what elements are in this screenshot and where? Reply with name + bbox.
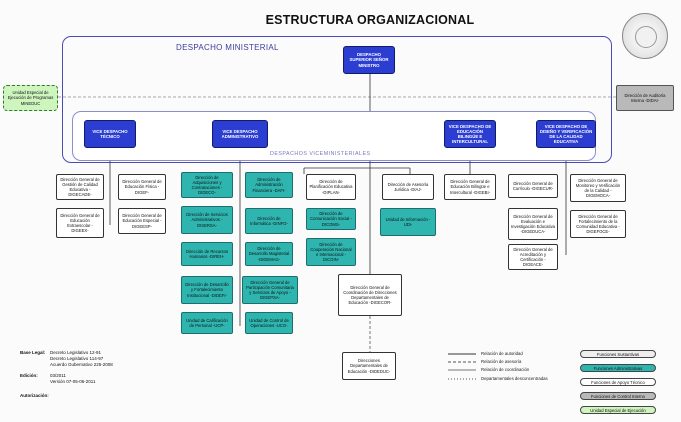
autorizacion-label: Autorización: (20, 393, 49, 398)
uco-node[interactable]: Unidad de Control de Operaciones -UCO- (245, 312, 293, 334)
base-legal-line-2: Decreto Legislativo 114-97 (50, 356, 104, 361)
base-legal-line-1: Decreto Legislativo 12-91 (50, 350, 102, 355)
digeace-node[interactable]: Dirección General de Acreditación y Cert… (508, 244, 558, 270)
digeduca-node[interactable]: Dirección General de Evaluación e Invest… (508, 208, 558, 240)
vice-bilingue-node[interactable]: VICE DESPACHO DE EDUCACIÓN BILINGÜE E IN… (444, 120, 496, 148)
digemoca-node[interactable]: Dirección General de Monitoreo y Verific… (570, 174, 626, 202)
legend-asesoria: Relación de asesoría (481, 359, 522, 364)
dafi-node[interactable]: Dirección de Administración Financiera -… (245, 172, 293, 198)
base-legal-line-3: Acuerdo Gubernativo 225-2008 (50, 362, 113, 367)
udi-node[interactable]: Unidad de Información -UDI- (380, 208, 436, 236)
legend-sustantivas: Funciones Sustantivas (580, 350, 656, 358)
dinfo-node[interactable]: Dirección de Informática -DINFO- (245, 208, 293, 234)
dicoms-node[interactable]: Dirección de Comunicación Social -DICOMS… (306, 208, 356, 230)
digeesp-node[interactable]: Dirección General de Educación Especial … (118, 208, 166, 234)
dicoin-node[interactable]: Dirección de Cooperación Nacional e Inte… (306, 238, 356, 266)
despacho-ministerial-label: DESPACHO MINISTERIAL (176, 43, 279, 52)
legend-apoyo-tecnico: Funciones de Apoyo Técnico (580, 378, 656, 386)
departamentales-node[interactable]: Direcciones Departamentales de Educación… (342, 352, 396, 380)
vice-despachos-frame (72, 111, 596, 161)
base-legal-label: Base Legal: (20, 350, 46, 355)
digepsa-node[interactable]: Dirección General de Participación Comun… (242, 276, 298, 304)
ucp-node[interactable]: Unidad de Calificación de Personal -UCP- (181, 312, 233, 334)
legend-administrativas: Funciones Administrativas (580, 364, 656, 372)
diplan-node[interactable]: Dirección de Planificación Educativa -DI… (306, 174, 356, 200)
edicion-line-2: Versión 07-05-06-2011 (50, 379, 96, 384)
vice-despachos-label: DESPACHOS VICEMINISTERIALES (270, 151, 371, 157)
digebi-node[interactable]: Dirección General de Educación Bilingüe … (444, 174, 496, 200)
digecur-node[interactable]: Dirección General de Currículo -DIGECUR- (508, 174, 558, 198)
guatemala-seal-icon (622, 13, 668, 59)
minister-node[interactable]: DESPACHO SUPERIOR SEÑOR MINISTRO (343, 46, 395, 74)
legend-autoridad: Relación de autoridad (481, 351, 523, 356)
auditoria-node[interactable]: Dirección de Auditoría Interna -DIDAI- (616, 85, 674, 111)
digecor-node[interactable]: Dirección General de Coordinación de Dir… (338, 274, 402, 316)
legend-desconcentradas: Departamentales desconcentradas (481, 376, 548, 381)
legend-control-interno: Funciones de Control Interno (580, 392, 656, 400)
diaj-node[interactable]: Dirección de Asesoría Jurídica -DIAJ- (382, 174, 434, 200)
vice-administrativo-node[interactable]: VICE DESPACHO ADMINISTRATIVO (212, 120, 268, 148)
digef-node[interactable]: Dirección General de Educación Física -D… (118, 174, 166, 200)
direh-node[interactable]: Dirección de Recursos Humanos -DIREH- (181, 242, 233, 266)
edicion-label: Edición: (20, 373, 38, 378)
disersa-node[interactable]: Dirección de Servicios Administrativos -… (181, 206, 233, 234)
dideco-node[interactable]: Dirección de Adquisiciones y Contratacio… (181, 172, 233, 198)
vice-calidad-node[interactable]: VICE DESPACHO DE DISEÑO Y VERIFICACIÓN D… (536, 120, 596, 148)
despacho-ministerial-frame (62, 36, 612, 163)
digeex-node[interactable]: Dirección General de Educación Extraesco… (56, 208, 104, 238)
digefoce-node[interactable]: Dirección General de Fortalecimiento de … (570, 210, 626, 238)
digecade-node[interactable]: Dirección General de Gestión de Calidad … (56, 174, 104, 200)
legend-unidad-especial: Unidad Especial de Ejecución (580, 406, 656, 414)
legend-coordinacion: Relación de coordinación (481, 367, 530, 372)
edicion-line-1: 03/2011 (50, 373, 66, 378)
page-title: ESTRUCTURA ORGANIZACIONAL (265, 13, 475, 27)
unidad-especial-node[interactable]: Unidad Especial de Ejecución de Programa… (3, 85, 58, 111)
didemag-node[interactable]: Dirección de Desarrollo Magisterial -DID… (245, 242, 293, 266)
vice-tecnico-node[interactable]: VICE DESPACHO TÉCNICO (84, 120, 136, 148)
didefi-node[interactable]: Dirección de Desarrollo y Fortalecimient… (181, 276, 233, 304)
